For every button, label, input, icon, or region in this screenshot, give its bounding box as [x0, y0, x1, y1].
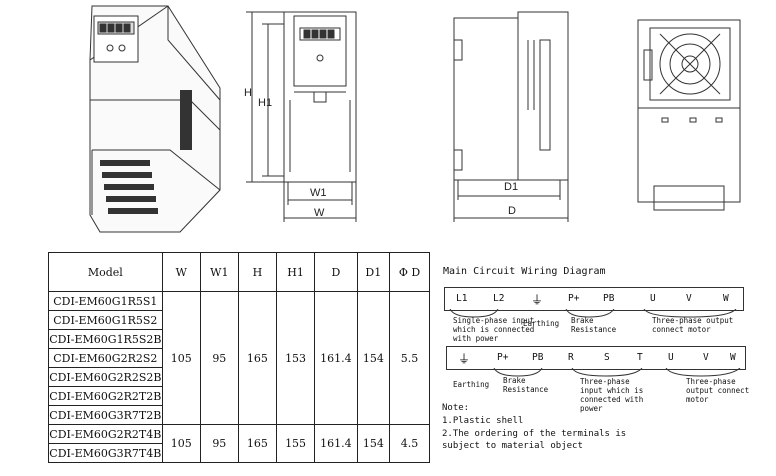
- terminal-label: V: [686, 293, 692, 304]
- table-row: CDI-EM60G1R5S1 105 95 165 153 161.4 154 …: [48, 291, 430, 425]
- header-d: D: [314, 252, 358, 292]
- model-cell: CDI-EM60G1R5S1: [48, 291, 163, 311]
- terminal-label: L2: [493, 293, 505, 304]
- value-h: 165: [237, 424, 277, 463]
- terminal-label: T: [637, 352, 643, 363]
- earth-icon: ⏚: [531, 293, 544, 307]
- terminal-strip-2: [446, 346, 746, 370]
- model-cell: CDI-EM60G2R2T2B: [48, 386, 163, 406]
- caption-three-phase-out: Three-phase output connect motor: [652, 316, 734, 334]
- table-row: CDI-EM60G2R2T2B: [48, 386, 430, 406]
- side-view: D1 D: [453, 11, 569, 222]
- value-d: 161.4: [314, 291, 358, 425]
- caption-earthing: Earthing: [523, 319, 560, 328]
- bracket-lines-2: [493, 368, 741, 377]
- terminal-strip-1: [444, 287, 744, 311]
- terminal-label: L1: [456, 293, 468, 304]
- dim-H: H: [244, 87, 252, 99]
- value-h1: 155: [275, 424, 316, 463]
- caption-brake: Brake Resistance: [571, 316, 617, 334]
- value-d: 161.4: [314, 424, 358, 463]
- value-w: 105: [161, 424, 201, 463]
- value-phi-d: 4.5: [389, 424, 430, 463]
- dim-D: D: [508, 205, 516, 217]
- note-line: 1.Plastic shell: [442, 416, 524, 426]
- terminal-label: W: [723, 293, 729, 304]
- value-d1: 154: [356, 291, 391, 425]
- isometric-view: [89, 5, 221, 233]
- bracket-lines-1: [449, 309, 737, 318]
- table-header-row: Model W W1 H H1 D D1 Φ D: [48, 252, 430, 292]
- earth-icon: ⏚: [458, 352, 471, 366]
- dim-H1: H1: [258, 97, 272, 109]
- terminal-label: PB: [532, 352, 544, 363]
- dim-W1: W1: [310, 187, 327, 199]
- header-d1: D1: [356, 252, 391, 292]
- wiring-title: Main Circuit Wiring Diagram: [443, 266, 606, 277]
- terminal-label: P+: [497, 352, 509, 363]
- value-phi-d: 5.5: [389, 291, 430, 425]
- terminal-label: U: [668, 352, 674, 363]
- header-h: H: [237, 252, 277, 292]
- caption-single-phase: Single-phase input which is connected wi…: [453, 316, 535, 343]
- header-w: W: [161, 252, 201, 292]
- terminal-label: P+: [568, 293, 580, 304]
- terminal-label: S: [604, 352, 610, 363]
- value-w1: 95: [199, 424, 239, 463]
- caption-three-phase-in: Three-phase input which is connected wit…: [580, 377, 644, 413]
- terminal-label: V: [703, 352, 709, 363]
- note-line: 2.The ordering of the terminals is: [442, 429, 627, 439]
- table-row: CDI-EM60G3R7T2B: [48, 405, 430, 425]
- value-d1: 154: [356, 424, 391, 463]
- dim-D1: D1: [504, 181, 518, 193]
- dim-W: W: [314, 207, 325, 219]
- terminal-label: R: [568, 352, 574, 363]
- model-cell: CDI-EM60G3R7T2B: [48, 405, 163, 425]
- caption-brake: Brake Resistance: [503, 376, 549, 394]
- front-view: H H1 W1 W: [244, 11, 357, 222]
- value-h1: 153: [275, 291, 316, 425]
- caption-three-phase-out: Three-phase output connect motor: [686, 377, 750, 404]
- top-view: [637, 19, 741, 211]
- model-cell: CDI-EM60G2R2S2: [48, 348, 163, 368]
- value-w: 105: [161, 291, 201, 425]
- value-w1: 95: [199, 291, 239, 425]
- dimension-table: Model W W1 H H1 D D1 Φ D CDI-EM60G1R5S1 …: [48, 252, 430, 463]
- note-title: Note:: [442, 403, 470, 413]
- model-cell: CDI-EM60G1R5S2B: [48, 329, 163, 349]
- header-w1: W1: [199, 252, 239, 292]
- model-cell: CDI-EM60G2R2T4B: [48, 424, 163, 444]
- model-cell: CDI-EM60G3R7T4B: [48, 443, 163, 463]
- header-model: Model: [48, 252, 163, 292]
- terminal-label: PB: [603, 293, 615, 304]
- value-h: 165: [237, 291, 277, 425]
- terminal-label: W: [730, 352, 736, 363]
- note-line: subject to material object: [442, 441, 583, 451]
- header-h1: H1: [275, 252, 316, 292]
- model-cell: CDI-EM60G1R5S2: [48, 310, 163, 330]
- table-row: CDI-EM60G2R2T4B 105 95 165 155 161.4 154…: [48, 424, 430, 463]
- table-row: CDI-EM60G2R2S2: [48, 348, 430, 368]
- terminal-label: U: [650, 293, 656, 304]
- caption-earthing: Earthing: [453, 380, 490, 389]
- header-phi-d: Φ D: [389, 252, 430, 292]
- model-cell: CDI-EM60G2R2S2B: [48, 367, 163, 387]
- table-row: CDI-EM60G3R7T4B: [48, 443, 430, 463]
